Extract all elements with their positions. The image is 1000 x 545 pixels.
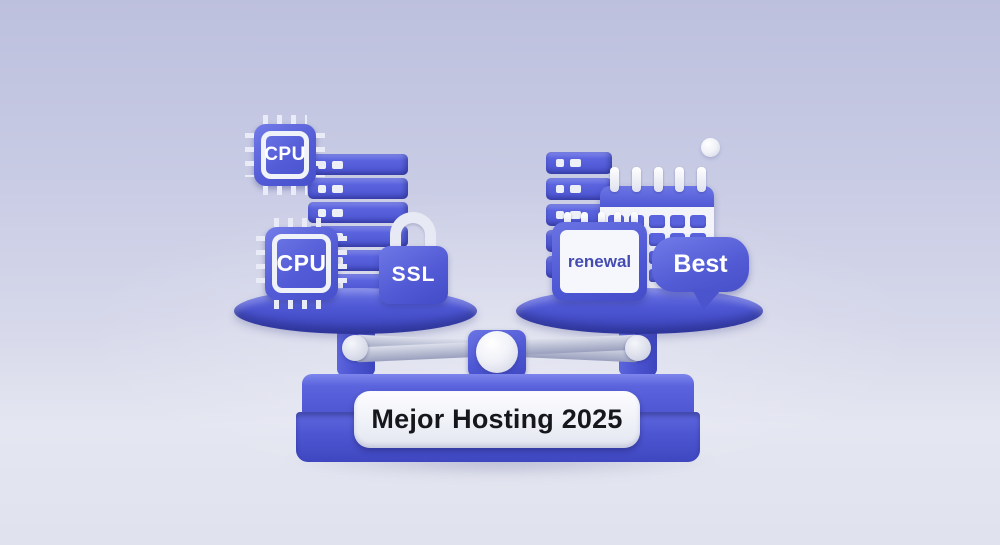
floating-sphere <box>701 138 720 157</box>
chip-pins <box>263 186 307 195</box>
chip-frame: CPU <box>261 131 309 179</box>
chip-pins <box>245 133 254 177</box>
ssl-padlock-icon: SSL <box>379 246 448 304</box>
rpeg <box>631 212 638 230</box>
renewal-label: renewal <box>567 251 632 271</box>
padlock-shackle-icon <box>390 212 436 254</box>
slab <box>546 152 612 174</box>
slab <box>546 204 612 226</box>
peg <box>675 167 685 192</box>
rpeg <box>580 212 588 230</box>
cal-cell <box>669 215 686 228</box>
peg <box>697 167 706 192</box>
slab <box>546 178 612 200</box>
cpu-label: CPU <box>276 250 327 276</box>
rpeg <box>614 212 622 230</box>
chip-pins <box>256 236 265 291</box>
cal-cell <box>690 215 706 228</box>
scale-center-ball <box>476 331 518 373</box>
cpu-label: CPU <box>264 144 306 165</box>
slab <box>308 202 408 223</box>
rpeg <box>597 212 605 230</box>
chip-frame: CPU <box>272 234 331 293</box>
renewal-calendar-face: renewal <box>560 230 639 293</box>
chip-pins <box>338 236 347 291</box>
title-plaque-label: Mejor Hosting 2025 <box>371 404 623 434</box>
renewal-calendar-rings <box>564 212 638 230</box>
peg <box>653 167 663 192</box>
cal-cell <box>649 215 665 228</box>
chip-pins <box>316 133 325 177</box>
cpu-chip-icon: CPU <box>245 115 325 195</box>
peg <box>610 167 619 192</box>
peg <box>631 167 641 192</box>
slab <box>308 178 408 199</box>
title-plaque: Mejor Hosting 2025 <box>354 391 640 448</box>
scale-pivot-left <box>342 335 368 361</box>
chip-pins <box>263 115 307 124</box>
best-speech-bubble: Best <box>652 237 749 292</box>
chip-pins <box>274 218 329 227</box>
renewal-calendar-icon: renewal <box>552 222 647 301</box>
calendar-rings <box>610 167 706 192</box>
best-label: Best <box>673 250 728 278</box>
chip-pins <box>274 300 329 309</box>
rpeg <box>564 212 571 230</box>
scale-pivot-right <box>625 335 651 361</box>
calendar-header <box>600 186 714 207</box>
ssl-label: SSL <box>391 263 436 286</box>
cpu-chip-icon: CPU <box>256 218 347 309</box>
